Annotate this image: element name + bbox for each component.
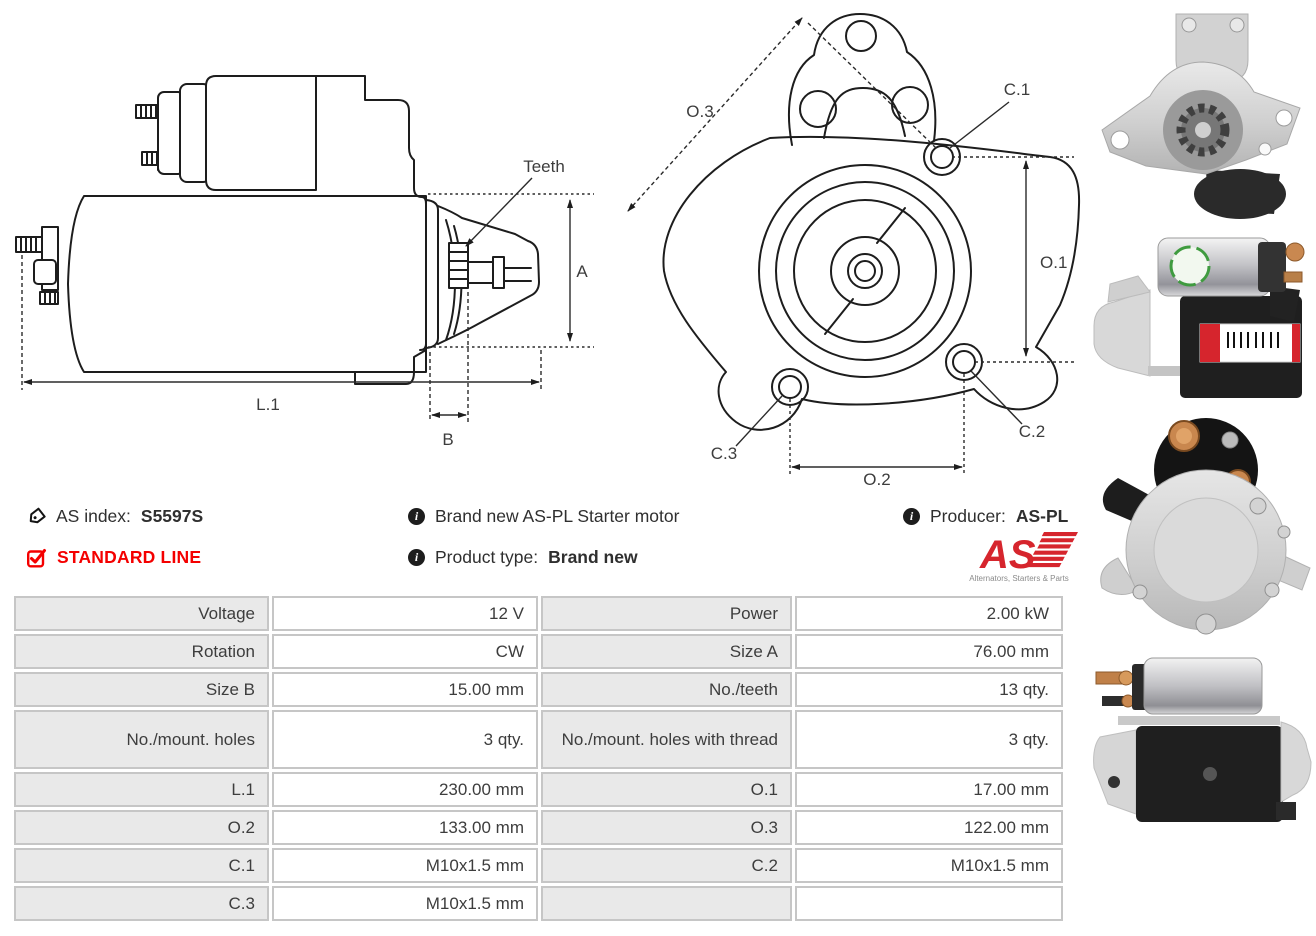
spec-label: Size B [14,672,269,707]
aspl-logo-tagline: Alternators, Starters & Parts [969,574,1069,583]
side-dimension-lines [21,177,594,422]
dim-label-c1: C.1 [1004,80,1030,99]
aspl-brand-logo: AS Alternators, Starters & Parts [969,532,1078,583]
spec-label: O.3 [541,810,792,845]
product-photo-side-view-2 [1093,657,1312,822]
spec-table: Voltage 12 V Power 2.00 kW Rotation CW S… [14,596,1063,921]
producer-label: Producer: [930,506,1006,526]
info-icon: i [408,508,425,525]
dim-label-l1: L.1 [256,395,280,414]
spec-value: M10x1.5 mm [795,848,1063,883]
dim-label-o3: O.3 [686,102,713,121]
spec-value: 12 V [272,596,538,631]
spec-label: O.1 [541,772,792,807]
front-dimension-lines [627,17,1074,475]
spec-label: No./teeth [541,672,792,707]
product-type-label: Product type: [435,547,539,567]
product-photo-side-view [1093,237,1305,398]
spec-value: M10x1.5 mm [272,848,538,883]
technical-drawing-front-view: O.3 C.1 O.1 O.2 C.2 C.3 [627,13,1081,489]
spec-label: Size A [541,634,792,669]
standard-line-label: STANDARD LINE [57,547,202,567]
spec-label: O.2 [14,810,269,845]
spec-label: C.3 [14,886,269,921]
product-photo-front-view [1101,13,1301,219]
producer-value: AS-PL [1015,506,1069,526]
dim-label-b: B [442,430,453,449]
aspl-logo-text: AS [979,533,1036,577]
spec-value: 2.00 kW [795,596,1063,631]
spec-label: Voltage [14,596,269,631]
spec-label: C.2 [541,848,792,883]
spec-value: 3 qty. [795,710,1063,769]
checkbox-checked-icon [27,548,46,568]
spec-value: 76.00 mm [795,634,1063,669]
spec-value: 133.00 mm [272,810,538,845]
product-type-value: Brand new [548,547,638,567]
spec-label-empty [541,886,792,921]
as-index-row: AS index: S5597S [26,506,203,527]
spec-label: L.1 [14,772,269,807]
dim-label-teeth: Teeth [523,157,565,176]
standard-line-row: STANDARD LINE [26,547,201,568]
spec-value: 17.00 mm [795,772,1063,807]
spec-value: 122.00 mm [795,810,1063,845]
spec-label: Rotation [14,634,269,669]
spec-value: 13 qty. [795,672,1063,707]
as-index-label: AS index: [56,506,131,526]
starter-side-outline [15,75,540,385]
product-photo-rear-view [1100,418,1311,635]
spec-value: 15.00 mm [272,672,538,707]
spec-value: 3 qty. [272,710,538,769]
dim-label-a: A [576,262,588,281]
technical-drawing-side-view: Teeth A L.1 B [15,75,594,449]
producer-row: i Producer: AS-PL [903,506,1068,527]
product-type-row: i Product type: Brand new [408,547,638,568]
dim-label-o1: O.1 [1040,253,1067,272]
tag-icon [29,507,46,523]
aspl-logo-stripes [1024,532,1078,568]
as-index-value: S5597S [140,506,204,526]
spec-value: 230.00 mm [272,772,538,807]
info-icon: i [903,508,920,525]
spec-label: C.1 [14,848,269,883]
spec-label: No./mount. holes with thread [541,710,792,769]
spec-label: No./mount. holes [14,710,269,769]
brand-new-text: Brand new AS-PL Starter motor [435,506,680,526]
info-icon: i [408,549,425,566]
spec-label: Power [541,596,792,631]
starter-front-outline [662,13,1081,431]
spec-value: M10x1.5 mm [272,886,538,921]
spec-value-empty [795,886,1063,921]
spec-value: CW [272,634,538,669]
dim-label-o2: O.2 [863,470,890,489]
dim-label-c3: C.3 [711,444,737,463]
dim-label-c2: C.2 [1019,422,1045,441]
brand-new-row: i Brand new AS-PL Starter motor [408,506,679,527]
